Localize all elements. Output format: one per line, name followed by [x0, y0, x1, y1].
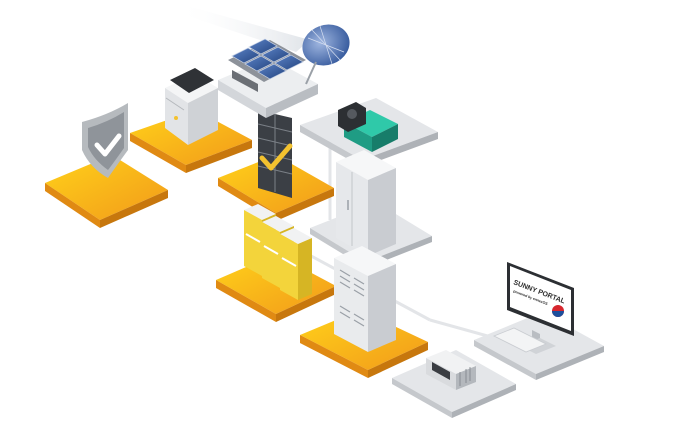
battery-inverters-icon: [244, 204, 312, 300]
monitoring-computer-icon: SUNNY PORTAL powered by ennexOS: [493, 262, 574, 354]
switchgear-cabinet-icon: [336, 150, 396, 256]
hybrid-inverter-icon: [165, 68, 218, 145]
pv-rooftop-icon: [218, 38, 318, 118]
diesel-generator-icon: [338, 102, 398, 152]
light-beam: [176, 4, 310, 52]
data-manager-icon: [426, 350, 476, 390]
battery-storage-icon: [334, 246, 396, 352]
solar-dish-icon: [302, 24, 350, 85]
platform-security: [45, 155, 168, 228]
security-shield-icon: [82, 103, 128, 178]
pv-module-check-icon: [257, 110, 293, 198]
